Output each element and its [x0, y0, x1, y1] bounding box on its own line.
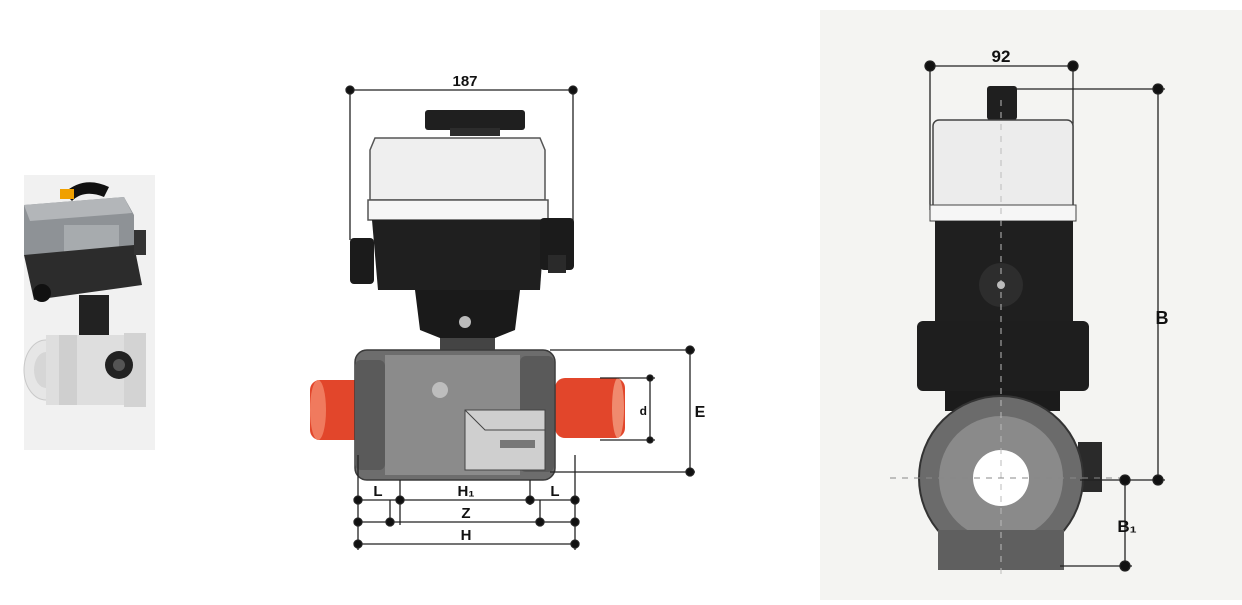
dimension-92-label: 92 — [992, 47, 1011, 66]
dimension-187-label: 187 — [452, 73, 477, 90]
front-view-svg: 187 — [310, 73, 706, 550]
dimension-E-label: E — [695, 404, 706, 421]
dimension-H-label: H — [461, 527, 472, 544]
dimension-Z-label: Z — [461, 505, 470, 522]
dimension-H1-label: H₁ — [457, 483, 474, 500]
dimension-d-label: d — [640, 404, 647, 418]
front-view-drawing: 187 — [300, 60, 720, 560]
side-view-svg: 92 B B₁ — [890, 47, 1169, 580]
dimension-L-right-label: L — [550, 483, 559, 500]
product-photo — [23, 175, 155, 450]
dimension-L-left-label: L — [373, 483, 382, 500]
dimension-B1-label: B₁ — [1117, 517, 1136, 536]
side-view-drawing: 92 B B₁ — [820, 10, 1242, 600]
dimension-B-label: B — [1156, 308, 1169, 328]
valve-photo-illustration — [23, 175, 155, 450]
